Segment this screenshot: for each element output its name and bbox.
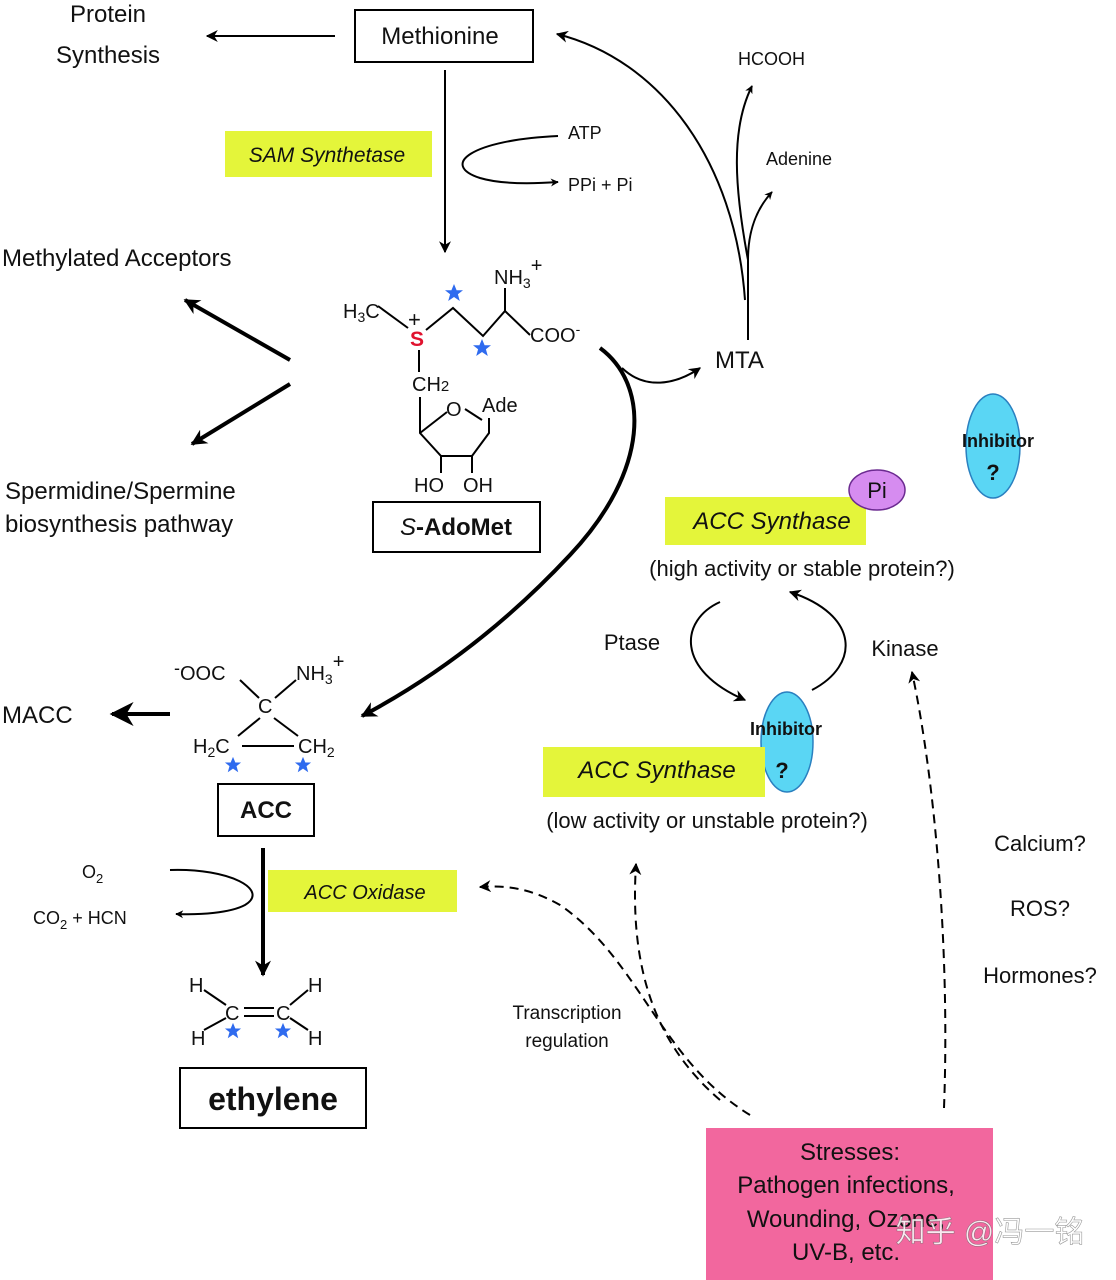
ros-label: ROS? — [1010, 896, 1070, 921]
hormones-label: Hormones? — [983, 963, 1097, 988]
ppi-pi-label: PPi + Pi — [568, 175, 633, 195]
svg-text:H: H — [189, 975, 203, 997]
acc-synthase-inactive-label: ACC Synthase — [576, 757, 735, 784]
svg-text:OH: OH — [463, 475, 493, 497]
arrow-mta-to-methionine — [555, 30, 746, 301]
label-star-icon — [473, 339, 491, 356]
label-star-icon — [274, 1022, 292, 1039]
acc-synthase-active-label: ACC Synthase — [691, 508, 850, 535]
svg-text:H: H — [191, 1028, 205, 1050]
sadomet-structure: H3C + S NH3+ COO- CH2 O Ade HO OH — [343, 255, 581, 497]
methionine-label: Methionine — [381, 23, 498, 50]
transcription-label: Transcription — [512, 1003, 621, 1024]
arrow-to-methylated-acceptors — [183, 298, 291, 362]
oxygen-cofactor-arrow — [169, 868, 254, 919]
svg-text:C: C — [276, 1003, 290, 1025]
atp-cofactor-arrow — [461, 135, 559, 187]
kinase-label: Kinase — [871, 636, 938, 661]
label-star-icon — [445, 284, 463, 301]
sadomet-box — [372, 501, 541, 553]
arrow-to-adenine — [747, 191, 773, 340]
svg-text:+: + — [408, 307, 421, 332]
watermark: 知乎 @冯一铭 — [896, 1216, 1085, 1249]
ptase-label: Ptase — [604, 630, 660, 655]
methylated-acceptors-label: Methylated Acceptors — [2, 245, 231, 272]
biosynthesis-pathway-label: biosynthesis pathway — [5, 511, 233, 538]
ptase-arrow — [690, 601, 747, 702]
pi-label: Pi — [867, 478, 887, 503]
mta-label: MTA — [715, 347, 764, 374]
acc-oxidase-box — [268, 870, 457, 912]
label-star-icon — [224, 1022, 242, 1039]
acc-box — [217, 783, 315, 837]
inhibitor-ellipse — [965, 393, 1021, 499]
stresses-line: Wounding, Ozone, — [747, 1206, 945, 1233]
svg-text:HO: HO — [414, 475, 444, 497]
adenine-label: Adenine — [766, 149, 832, 169]
spermidine-label: Spermidine/Spermine — [5, 478, 236, 505]
sadomet-label: S-AdoMet — [400, 514, 512, 541]
inhibitor-label-2: Inhibitor — [750, 719, 822, 739]
svg-text:O: O — [446, 399, 462, 421]
label-star-icon — [294, 756, 312, 773]
inhibitor-ellipse-2 — [760, 691, 814, 793]
kinase-arrow — [788, 589, 847, 691]
svg-text:H3C: H3C — [343, 301, 380, 325]
acc-oxidase-label: ACC Oxidase — [303, 882, 425, 904]
low-activity-label: (low activity or unstable protein?) — [546, 808, 868, 833]
label-star-icon — [224, 756, 242, 773]
inhibitor-question-2: ? — [775, 758, 788, 783]
svg-text:C: C — [258, 696, 272, 718]
svg-text:NH3+: NH3+ — [296, 651, 344, 687]
hcooh-label: HCOOH — [738, 49, 805, 69]
protein-label: Protein — [70, 1, 146, 28]
sulfur-atom: S — [410, 328, 424, 351]
ethylene-structure: H H H H C C — [189, 975, 322, 1050]
stresses-line: UV-B, etc. — [792, 1239, 900, 1266]
o2-label: O2 — [82, 862, 103, 886]
acc-structure: -OOC NH3+ C H2C CH2 — [174, 651, 344, 773]
phosphate-ellipse — [848, 469, 906, 511]
arrow-to-spermidine — [190, 382, 292, 446]
ethylene-label: ethylene — [208, 1081, 338, 1117]
svg-text:H2C: H2C — [193, 736, 230, 760]
arrow-to-hcooh — [735, 85, 753, 261]
acc-synthase-active-box — [665, 497, 866, 545]
synthesis-label: Synthesis — [56, 42, 160, 69]
svg-text:C: C — [225, 1003, 239, 1025]
acc-label: ACC — [240, 797, 292, 824]
arrow-sadomet-to-acc — [360, 346, 637, 718]
stresses-box — [706, 1128, 993, 1280]
macc-label: MACC — [2, 702, 73, 729]
svg-text:COO-: COO- — [530, 321, 581, 347]
methionine-box — [354, 9, 534, 63]
stresses-line: Stresses: — [800, 1139, 900, 1166]
sam-synthetase-box — [225, 131, 432, 177]
co2-hcn-label: CO2 + HCN — [33, 908, 127, 932]
ethylene-box — [179, 1067, 367, 1129]
svg-text:-OOC: -OOC — [174, 658, 226, 685]
svg-text:H: H — [308, 1028, 322, 1050]
svg-text:CH2: CH2 — [298, 736, 335, 760]
svg-text:CH2: CH2 — [412, 374, 449, 396]
dashed-arrow-to-acc-synthase — [629, 862, 721, 1101]
sam-synthetase-label: SAM Synthetase — [249, 144, 405, 167]
arrow-to-mta — [621, 367, 701, 384]
stresses-line: Pathogen infections, — [737, 1172, 955, 1199]
acc-synthase-inactive-box — [543, 747, 765, 797]
regulation-label: regulation — [525, 1031, 608, 1052]
svg-text:Ade: Ade — [482, 395, 518, 417]
inhibitor-label: Inhibitor — [962, 431, 1034, 451]
high-activity-label: (high activity or stable protein?) — [649, 556, 955, 581]
atp-label: ATP — [568, 123, 602, 143]
svg-text:H: H — [308, 975, 322, 997]
inhibitor-question: ? — [986, 460, 999, 485]
dashed-arrow-to-kinase — [908, 670, 947, 1109]
dashed-arrow-to-acc-oxidase — [478, 880, 751, 1116]
svg-text:NH3+: NH3+ — [494, 255, 542, 291]
calcium-label: Calcium? — [994, 831, 1086, 856]
